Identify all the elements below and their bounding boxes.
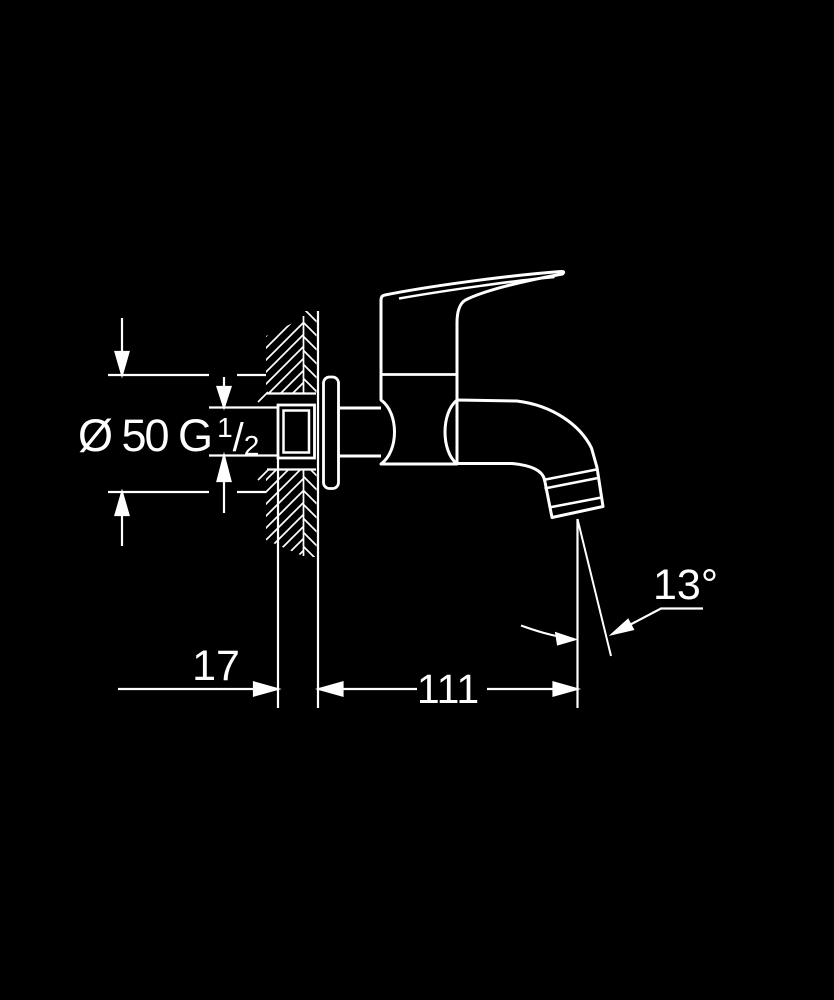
wall-depth-dimension-label: 17 [192, 642, 240, 690]
handle-blade-inner-line [398, 275, 555, 300]
dim-arrowhead [215, 385, 233, 411]
wall-hatch-upper [266, 318, 303, 393]
aerator-rim-line [548, 496, 602, 509]
wall-tile-band-upper [303, 311, 317, 393]
fraction-denominator: 2 [243, 430, 260, 461]
dim-arrowhead [552, 681, 582, 697]
angle-arrowhead [608, 618, 635, 636]
diameter-dimension [108, 318, 277, 546]
dim-arrowhead [114, 488, 130, 517]
escutcheon-plate [322, 375, 340, 490]
union-inner [282, 409, 311, 454]
aerator-ring-line [542, 468, 597, 482]
wall-hatch-lower [266, 470, 303, 556]
hatch-tick [257, 469, 269, 481]
wall-section [257, 311, 320, 708]
dim-arrowhead [252, 681, 282, 697]
supply-union [276, 403, 316, 460]
dim-arrowhead [114, 350, 130, 379]
linear-dimensions [118, 459, 582, 708]
angle-annotation [520, 518, 703, 657]
fraction-slash: / [232, 416, 244, 460]
diameter-text: Ø 50 G [78, 410, 213, 461]
faucet-body [338, 269, 605, 519]
spout-reach-dimension-label: 111 [416, 666, 480, 712]
angle-arrowhead [554, 631, 579, 646]
spout-angle-dimension-label: 13° [653, 561, 719, 609]
hatch-tick [257, 391, 269, 403]
spout-outline [455, 398, 605, 519]
fraction-numerator: 1 [217, 412, 233, 443]
aerator-ring-line [544, 476, 599, 490]
wall-tile-band-lower [303, 470, 317, 557]
handle-housing-outline [379, 269, 566, 466]
angle-slant-line [576, 518, 612, 657]
